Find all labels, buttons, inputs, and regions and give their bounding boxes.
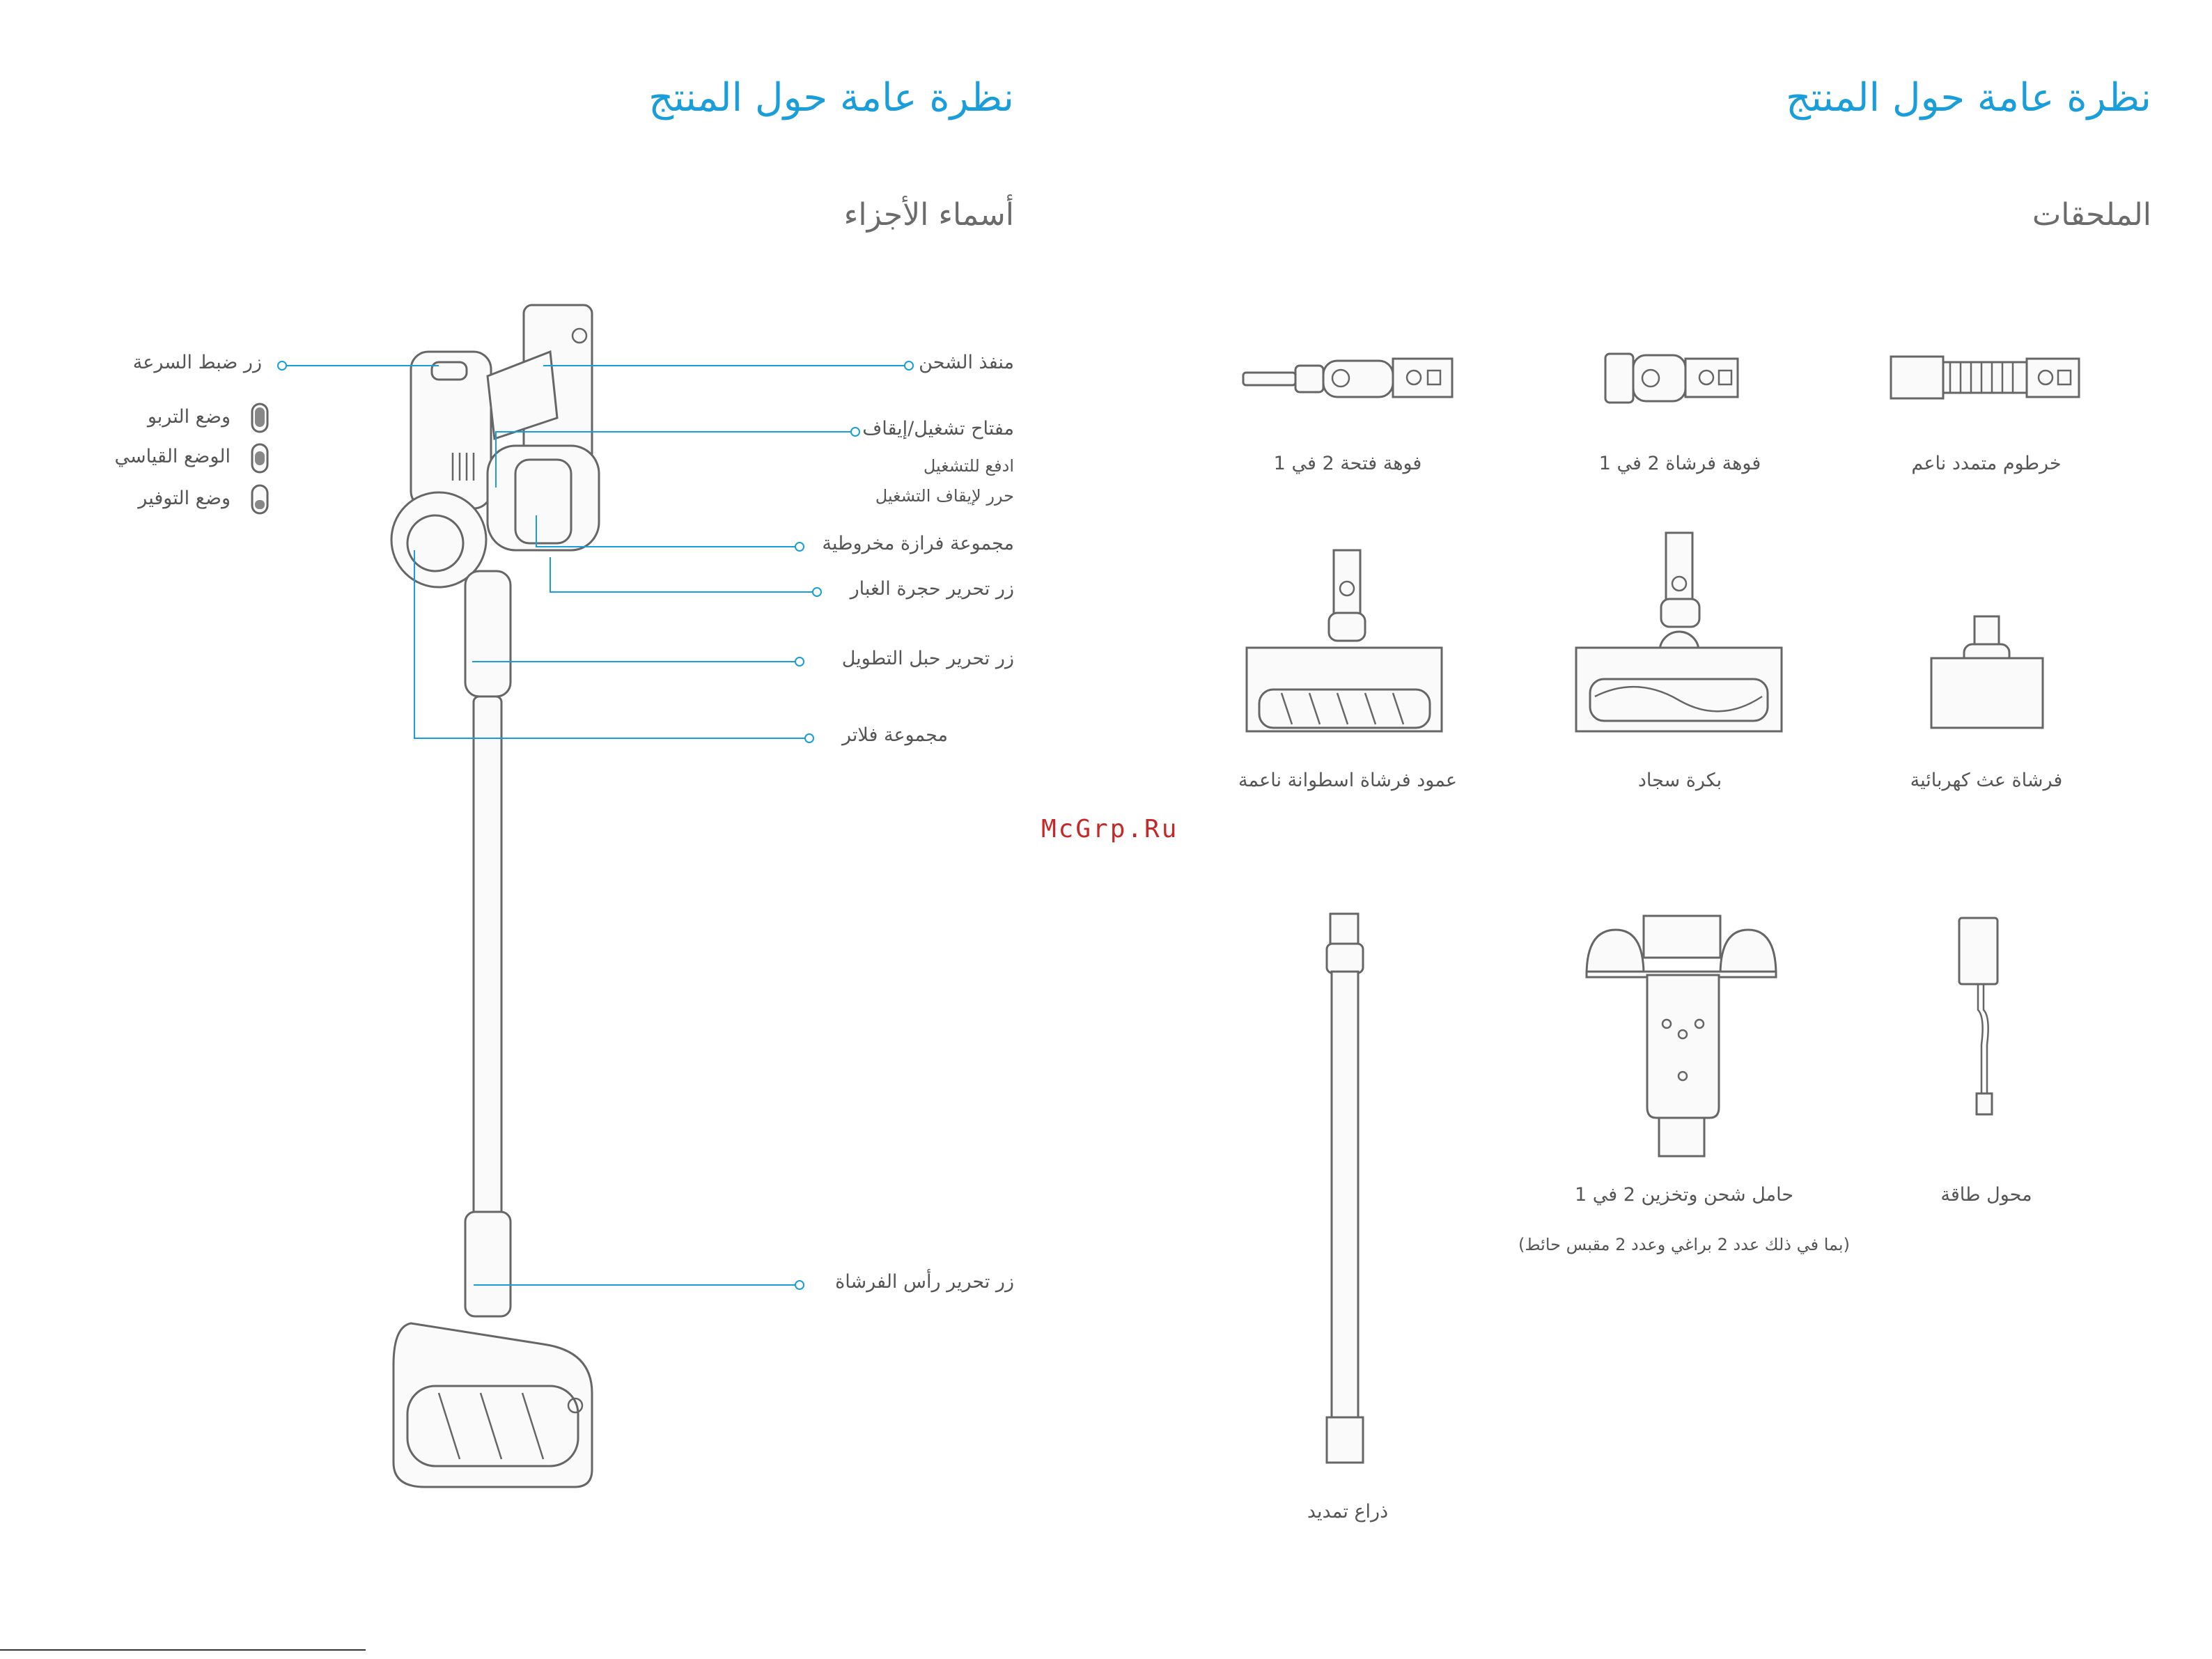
dock-drawing	[1585, 914, 1777, 1158]
mite-brush-drawing	[1930, 615, 2044, 729]
label-extension-arm: ذراع تمديد	[1307, 1501, 1389, 1522]
label-filter: مجموعة فلاتر	[841, 724, 948, 746]
label-release-off: حرر لإيقاف التشغيل	[875, 486, 1014, 506]
label-carpet-roller: بكرة سجاد	[1637, 770, 1722, 791]
label-mite-brush: فرشاة عث كهربائية	[1910, 770, 2063, 791]
label-extension-release: زر تحرير حبل التطويل	[841, 648, 1014, 669]
label-push-on: ادفع للتشغيل	[923, 456, 1014, 476]
label-dock-note: (بما في ذلك عدد 2 براغي وعدد 2 مقبس حائط…	[1518, 1235, 1850, 1254]
page-rule	[0, 1649, 366, 1651]
watermark: McGrp.Ru	[1041, 815, 1179, 843]
hose-drawing	[1890, 355, 2080, 400]
parts-subtitle: أسماء الأجزاء	[843, 197, 1014, 233]
label-hose: خرطوم متمدد ناعم	[1911, 453, 2062, 474]
label-power-switch: مفتاح تشغيل/إيقاف	[862, 418, 1014, 439]
label-eco-mode: وضع التوفير	[138, 488, 231, 509]
adapter-drawing	[1958, 917, 1999, 1116]
label-dock: حامل شحن وتخزين 2 في 1	[1574, 1184, 1794, 1206]
carpet-roller-drawing	[1575, 531, 1783, 733]
label-speed-button: زر ضبط السرعة	[132, 352, 262, 373]
label-cyclone: مجموعة فرازة مخروطية	[822, 533, 1014, 554]
callout-lines	[277, 361, 914, 1290]
label-standard-mode: الوضع القياسي	[114, 446, 231, 467]
brush-nozzle-drawing	[1604, 352, 1739, 404]
accessories-subtitle: الملحقات	[2032, 197, 2151, 233]
speed-mode-icons	[251, 403, 269, 515]
label-charging-port: منفذ الشحن	[919, 352, 1014, 373]
label-soft-roller: عمود فرشاة اسطوانة ناعمة	[1238, 770, 1457, 791]
left-page-title: نظرة عامة حول المنتج	[648, 75, 1014, 120]
extension-arm-drawing	[1325, 912, 1364, 1464]
soft-roller-drawing	[1245, 549, 1443, 733]
label-adapter: محول طاقة	[1940, 1184, 2032, 1206]
label-crevice-2in1: فوهة فتحة 2 في 1	[1273, 453, 1422, 474]
right-page-title: نظرة عامة حول المنتج	[1786, 75, 2151, 120]
label-brush-2in1: فوهة فرشاة 2 في 1	[1598, 453, 1761, 474]
crevice-drawing	[1242, 357, 1454, 398]
vacuum-drawing	[390, 304, 600, 1488]
label-brush-release: زر تحرير رأس الفرشاة	[835, 1271, 1014, 1293]
label-dust-release: زر تحرير حجرة الغبار	[850, 578, 1014, 600]
label-turbo-mode: وضع التربو	[147, 406, 231, 428]
